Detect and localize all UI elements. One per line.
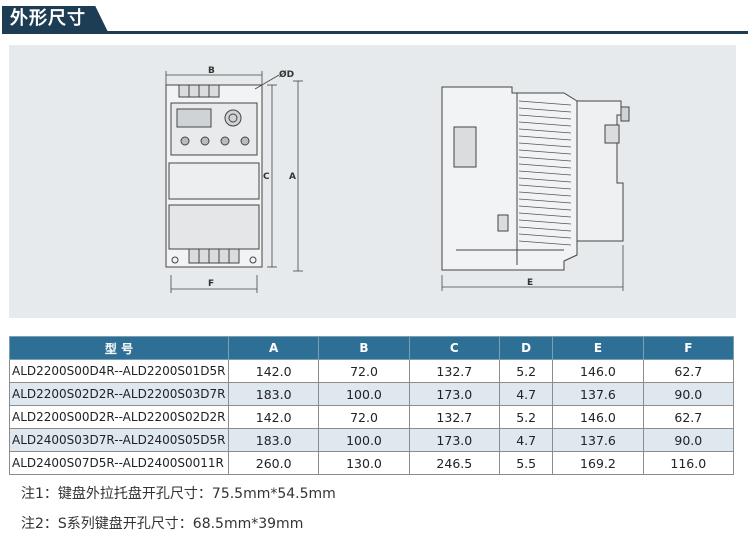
label-e: E <box>527 278 533 288</box>
side-bracket <box>576 100 624 242</box>
table-row: ALD2400S07D5R--ALD2400S0011R 260.0 130.0… <box>9 451 735 475</box>
front-view <box>165 84 263 268</box>
side-connector <box>604 124 620 144</box>
cell-f: 62.7 <box>642 359 735 383</box>
header-f: F <box>642 336 735 360</box>
title-underline <box>2 31 748 34</box>
cell-b: 72.0 <box>318 359 410 383</box>
cell-c: 173.0 <box>408 382 500 406</box>
cell-e: 137.6 <box>552 428 644 452</box>
label-d: ØD <box>279 69 294 80</box>
cell-c: 173.0 <box>408 428 500 452</box>
display-window <box>176 108 212 128</box>
keypad-panel <box>170 102 258 156</box>
cell-e: 146.0 <box>552 405 644 429</box>
cell-d: 5.2 <box>498 359 554 383</box>
cell-a: 260.0 <box>227 451 320 475</box>
cell-model: ALD2200S00D4R--ALD2200S01D5R <box>9 359 229 383</box>
cell-f: 90.0 <box>642 382 735 406</box>
section-header: 外形尺寸 <box>0 0 750 42</box>
cell-a: 183.0 <box>227 428 320 452</box>
cell-d: 5.5 <box>498 451 554 475</box>
cell-e: 137.6 <box>552 382 644 406</box>
notes: 注1：键盘外拉托盘开孔尺寸：75.5mm*54.5mm 注2：S系列键盘开孔尺寸… <box>21 482 336 542</box>
cell-c: 246.5 <box>408 451 500 475</box>
header-c: C <box>408 336 500 360</box>
header-e: E <box>552 336 644 360</box>
cell-f: 116.0 <box>642 451 735 475</box>
table-row: ALD2200S00D2R--ALD2200S02D2R 142.0 72.0 … <box>9 405 735 429</box>
side-window <box>453 126 477 168</box>
cell-d: 5.2 <box>498 405 554 429</box>
cell-b: 100.0 <box>318 382 410 406</box>
cell-f: 62.7 <box>642 405 735 429</box>
cell-model: ALD2400S03D7R--ALD2400S05D5R <box>9 428 229 452</box>
cell-b: 72.0 <box>318 405 410 429</box>
knob-icon <box>224 109 242 127</box>
cell-d: 4.7 <box>498 428 554 452</box>
label-f: F <box>208 279 214 289</box>
cell-d: 4.7 <box>498 382 554 406</box>
dimension-drawing: B ØD C A F E <box>165 66 630 293</box>
cell-f: 90.0 <box>642 428 735 452</box>
cell-a: 142.0 <box>227 359 320 383</box>
section-title: 外形尺寸 <box>2 6 108 32</box>
cell-e: 146.0 <box>552 359 644 383</box>
cell-b: 100.0 <box>318 428 410 452</box>
note-2: 注2：S系列键盘开孔尺寸：68.5mm*39mm <box>21 516 304 532</box>
cell-a: 142.0 <box>227 405 320 429</box>
cell-c: 132.7 <box>408 405 500 429</box>
front-dimension-lines <box>165 71 303 293</box>
header-d: D <box>498 336 554 360</box>
side-vent-fins <box>518 100 572 246</box>
label-c: C <box>263 172 270 182</box>
note-1: 注1：键盘外拉托盘开孔尺寸：75.5mm*54.5mm <box>21 486 336 502</box>
dimension-table: 型 号 A B C D E F ALD2200S00D4R--ALD2200S0… <box>9 336 735 475</box>
table-row: ALD2400S03D7R--ALD2400S05D5R 183.0 100.0… <box>9 428 735 452</box>
side-body-outline <box>441 86 578 271</box>
cell-a: 183.0 <box>227 382 320 406</box>
cell-c: 132.7 <box>408 359 500 383</box>
side-view <box>441 86 630 271</box>
cell-model: ALD2200S00D2R--ALD2200S02D2R <box>9 405 229 429</box>
side-dimension-lines <box>441 245 624 291</box>
cell-model: ALD2200S02D2R--ALD2200S03D7R <box>9 382 229 406</box>
table-header-row: 型 号 A B C D E F <box>9 336 735 360</box>
cell-b: 130.0 <box>318 451 410 475</box>
cell-e: 169.2 <box>552 451 644 475</box>
dimension-drawing-panel: B ØD C A F E <box>9 45 736 318</box>
label-a: A <box>289 172 296 182</box>
table-row: ALD2200S00D4R--ALD2200S01D5R 142.0 72.0 … <box>9 359 735 383</box>
table-row: ALD2200S02D2R--ALD2200S03D7R 183.0 100.0… <box>9 382 735 406</box>
header-b: B <box>318 336 410 360</box>
label-b: B <box>208 66 215 76</box>
cell-model: ALD2400S07D5R--ALD2400S0011R <box>9 451 229 475</box>
header-a: A <box>227 336 320 360</box>
bottom-terminals <box>188 248 240 264</box>
header-model: 型 号 <box>9 336 229 360</box>
